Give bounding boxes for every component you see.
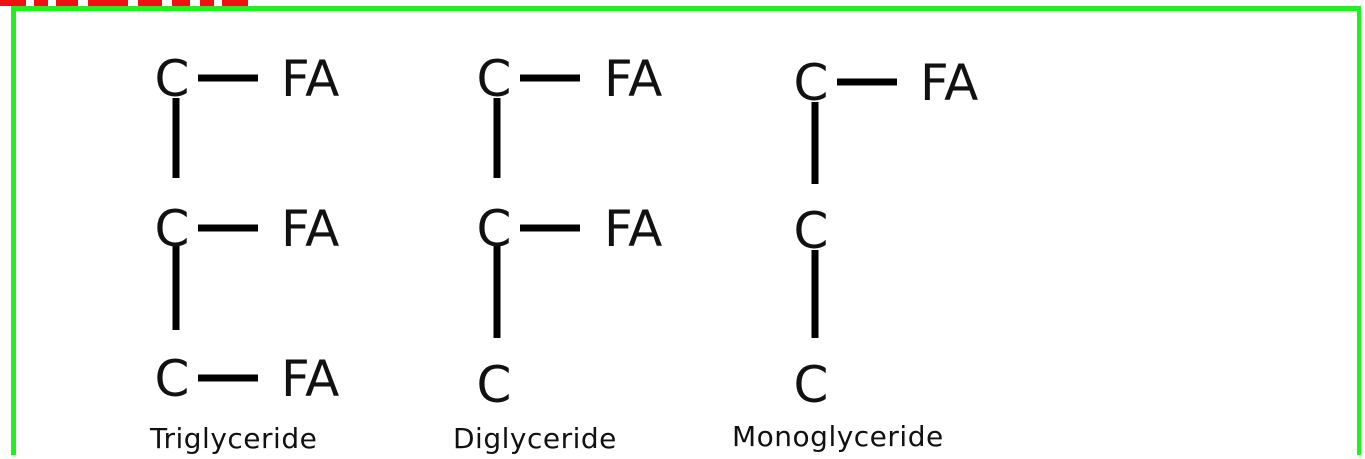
monoglyceride-fatty-acid-1: FA (920, 54, 978, 112)
diglyceride-carbon-1: C (477, 50, 512, 108)
triglyceride-carbon-3: C (155, 350, 190, 408)
triglyceride-fatty-acid-2: FA (281, 200, 339, 258)
monoglyceride-carbon-3: C (794, 356, 829, 414)
monoglyceride-carbon-1: C (794, 54, 829, 112)
diglyceride-structure: C FA C FA C Diglyceride (453, 50, 662, 455)
diglyceride-fatty-acid-2: FA (604, 200, 662, 258)
diglyceride-carbon-2: C (477, 200, 512, 258)
triglyceride-carbon-1: C (155, 50, 190, 108)
triglyceride-caption: Triglyceride (149, 422, 317, 455)
cropped-title-fragment (0, 0, 260, 8)
triglyceride-fatty-acid-1: FA (281, 50, 339, 108)
diglyceride-fatty-acid-1: FA (604, 50, 662, 108)
diglyceride-carbon-3: C (477, 356, 512, 414)
triglyceride-fatty-acid-3: FA (281, 350, 339, 408)
monoglyceride-carbon-2: C (794, 202, 829, 260)
triglyceride-structure: C FA C FA C FA Triglyceride (149, 50, 339, 455)
triglyceride-carbon-2: C (155, 200, 190, 258)
diglyceride-caption: Diglyceride (453, 422, 617, 455)
monoglyceride-structure: C FA C C Monoglyceride (732, 54, 978, 453)
monoglyceride-caption: Monoglyceride (732, 420, 944, 453)
